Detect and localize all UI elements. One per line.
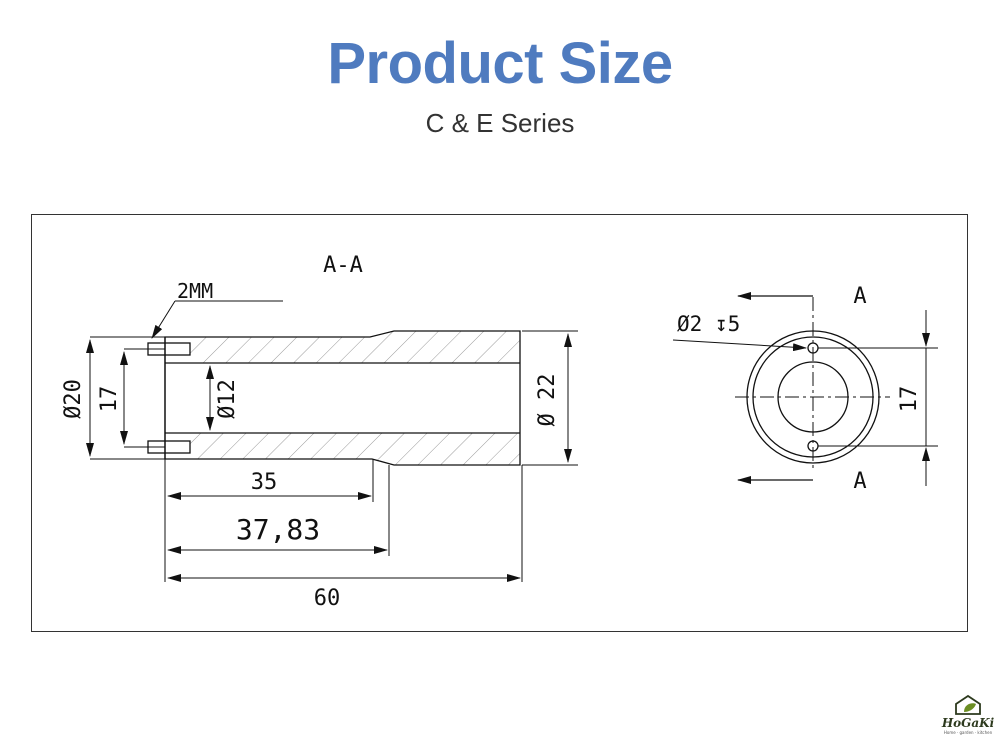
drawing-frame (31, 214, 968, 632)
page-subtitle: C & E Series (425, 108, 575, 138)
section-view: A-A 2MM Ø20 17 Ø12 Ø 22 35 37,83 60 (61, 253, 578, 611)
logo-wordmark: HoGaKi (941, 716, 995, 730)
brand-logo: HoGaKi Home · garden · kitchen (938, 692, 998, 744)
section-label: A-A (323, 253, 363, 278)
section-marker-top: A (853, 284, 866, 309)
hole-spec-label: Ø2 ↧5 (677, 312, 740, 336)
upper-wall-hatch (190, 331, 520, 363)
logo-tagline: Home · garden · kitchen (943, 730, 993, 735)
outer-diameter-label: Ø20 (61, 379, 86, 419)
diameter-22-label: Ø 22 (535, 374, 560, 427)
page-title: Product Size (327, 31, 673, 96)
inner-diameter-label: Ø12 (215, 379, 240, 419)
lower-wall-hatch (190, 433, 520, 465)
depth-label: 2MM (177, 279, 213, 303)
end-view: A A Ø2 ↧5 17 (672, 284, 938, 494)
end-spacing-label: 17 (897, 386, 922, 413)
section-marker-bottom: A (853, 469, 866, 494)
bolt-spacing-label: 17 (97, 386, 122, 413)
length-37-83-label: 37,83 (236, 513, 320, 546)
length-60-label: 60 (314, 586, 341, 611)
house-leaf-icon (955, 694, 981, 715)
body-outline (164, 330, 521, 466)
length-35-label: 35 (251, 470, 278, 495)
